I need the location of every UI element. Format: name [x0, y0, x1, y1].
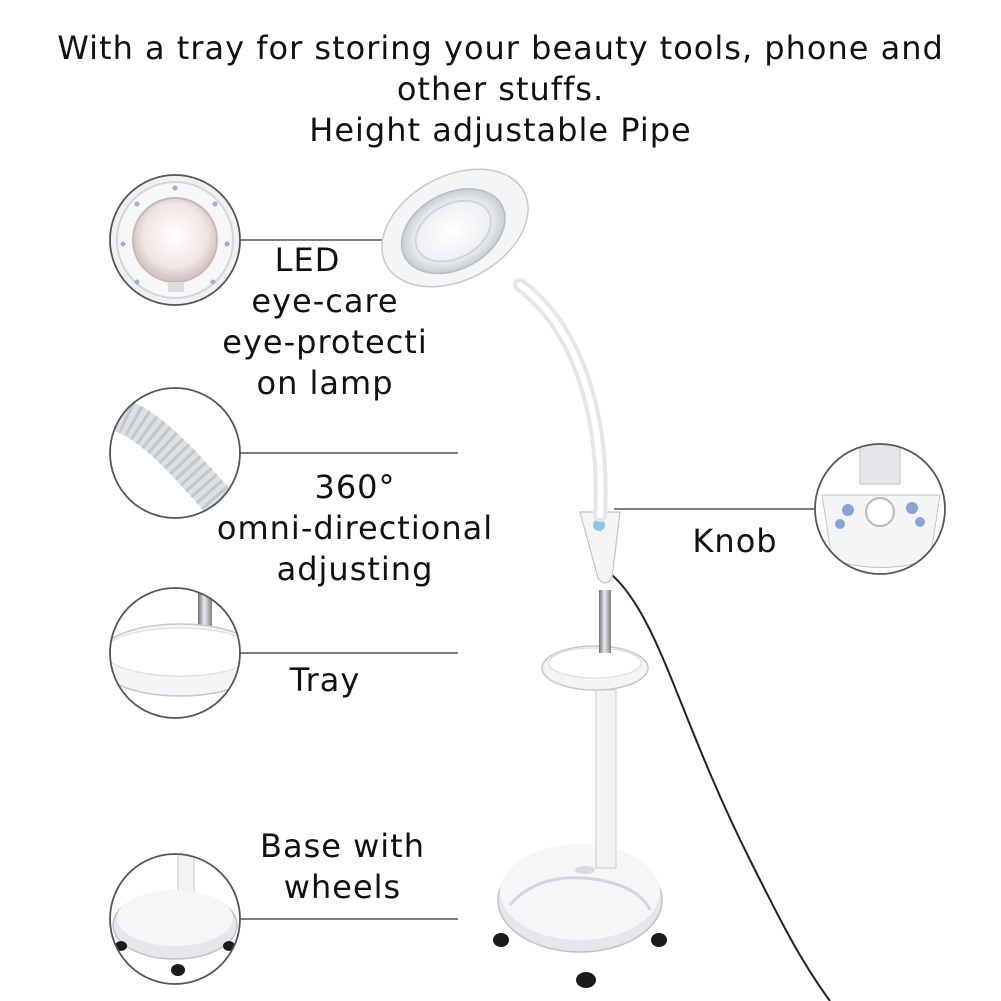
- rotation-label-line-3: adjusting: [276, 550, 434, 588]
- rotation-label: 360° omni-directional adjusting: [210, 467, 500, 590]
- power-cable: [611, 574, 831, 1001]
- chrome-pipe: [599, 590, 611, 653]
- led-label: LED eye-care eye-protecti on lamp: [215, 240, 435, 404]
- leader-lines: [240, 239, 815, 920]
- wheel: [493, 933, 509, 947]
- led-label-line-3: eye-protecti: [222, 323, 428, 361]
- detail-tray-circle: [109, 587, 241, 719]
- detail-led-circle: [109, 174, 241, 306]
- lower-pole: [595, 689, 617, 869]
- wheel: [576, 972, 596, 988]
- tray: [541, 645, 649, 691]
- detail-knob-circle: [814, 443, 946, 575]
- lamp-head: [381, 168, 529, 288]
- wheel: [651, 933, 667, 947]
- tray-label: Tray: [280, 660, 370, 701]
- base-label-line-1: Base with: [260, 827, 425, 865]
- header-line-1: With a tray for storing your beauty tool…: [57, 29, 944, 67]
- rotation-label-line-2: omni-directional: [216, 509, 494, 547]
- rotation-label-line-1: 360°: [314, 468, 396, 506]
- led-label-line-2: eye-care: [251, 282, 399, 320]
- led-label-line-1: LED: [274, 241, 341, 279]
- detail-hose-circle: [109, 387, 241, 519]
- base-label-line-2: wheels: [283, 868, 402, 906]
- lamp-base: [493, 844, 667, 988]
- knob-label-line-1: Knob: [692, 522, 778, 560]
- tray-label-line-1: Tray: [289, 661, 361, 699]
- knob-label: Knob: [685, 521, 785, 562]
- header-line-2: other stuffs.: [396, 70, 605, 108]
- base-label: Base with wheels: [250, 826, 435, 908]
- led-label-line-4: on lamp: [256, 364, 394, 402]
- header-line-3: Height adjustable Pipe: [309, 111, 692, 149]
- header-text: With a tray for storing your beauty tool…: [0, 28, 1001, 151]
- knob-housing: [579, 511, 621, 584]
- detail-base-circle: [109, 853, 241, 985]
